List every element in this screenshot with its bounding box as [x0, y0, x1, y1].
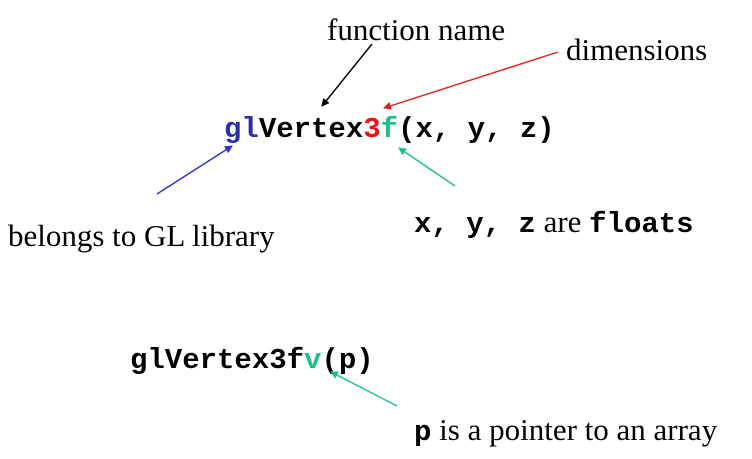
function-name-label: function name — [327, 12, 506, 47]
dimension-digit: 3 — [363, 113, 381, 146]
dimensions-label: dimensions — [566, 32, 708, 67]
vector-function-call: glVertex3fv(p) — [130, 346, 374, 375]
arrow-gl-library — [156, 145, 233, 195]
floats-explanation: x, y, z are floats — [414, 206, 694, 239]
pointer-explanation: p is a pointer to an array — [414, 414, 717, 447]
vector-arguments: (p) — [321, 344, 374, 377]
arrow-type — [398, 147, 456, 187]
pointer-var: p — [414, 416, 432, 449]
pointer-text: is a pointer to an array — [439, 412, 718, 447]
function-arguments: (x, y, z) — [398, 113, 555, 146]
function-base-name: Vertex — [258, 113, 364, 146]
type-suffix: f — [380, 113, 399, 146]
arrow-vector — [330, 371, 398, 407]
xyz-vars: x, y, z — [414, 208, 536, 241]
gl-prefix: gl — [224, 113, 259, 146]
main-function-call: glVertex3f(x, y, z) — [224, 115, 555, 144]
floats-word: floats — [589, 208, 694, 241]
gl-library-label: belongs to GL library — [8, 218, 275, 253]
are-word: are — [543, 204, 582, 239]
arrow-dimensions — [383, 51, 559, 110]
vector-suffix: v — [304, 344, 322, 377]
arrow-function-name — [321, 43, 373, 107]
vector-function-base: glVertex3f — [130, 344, 305, 377]
